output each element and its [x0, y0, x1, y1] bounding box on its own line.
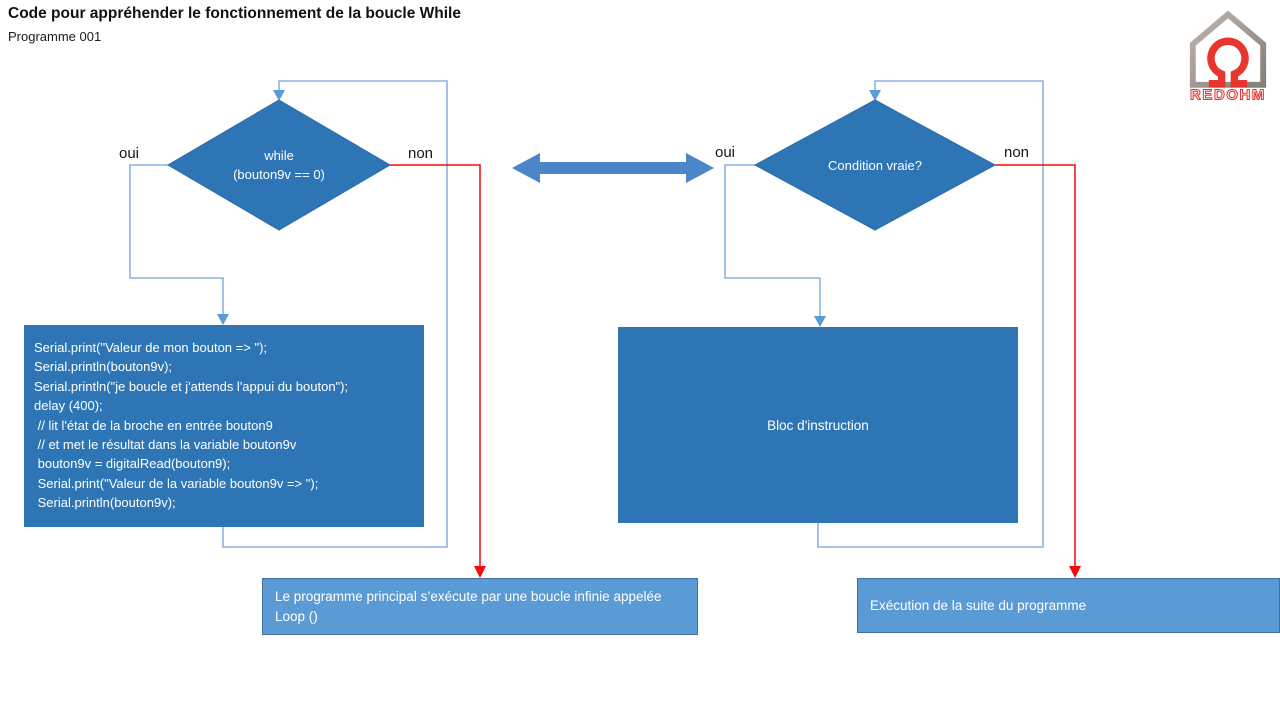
left-diamond-label: while (bouton9v == 0) [168, 100, 390, 230]
code-line: // et met le résultat dans la variable b… [34, 437, 297, 453]
right-yes-arrowhead-icon [814, 316, 826, 327]
right-loopback-arrowhead-icon [869, 90, 881, 101]
code-line: delay (400); [34, 398, 103, 414]
right-no-arrowhead-icon [1069, 566, 1081, 578]
right-yes-label: oui [715, 144, 736, 161]
left-yes-label: oui [119, 145, 140, 162]
code-line: Serial.println("je boucle et j'attends l… [34, 378, 349, 394]
continue-result-box: Exécution de la suite du programme [857, 578, 1280, 633]
right-no-label: non [1004, 144, 1030, 161]
left-yes-connector [129, 164, 224, 314]
left-diamond-line1: while [264, 148, 294, 163]
left-no-connector [390, 164, 481, 566]
right-diamond-label: Condition vraie? [755, 100, 995, 230]
code-line: Serial.print("Valeur de mon bouton => ")… [34, 340, 268, 355]
omega-icon [1207, 37, 1249, 88]
loop-result-text: Le programme principal s’exécute par une… [275, 588, 662, 624]
code-line: // lit l'état de la broche en entrée bou… [34, 417, 273, 433]
right-diamond-line1: Condition vraie? [828, 157, 922, 173]
right-loopback-connector [817, 80, 1044, 548]
code-line: Serial.println(bouton9v); [34, 495, 176, 511]
code-line: Serial.print("Valeur de la variable bout… [34, 475, 319, 491]
logo-brand-text: REDOHM [1190, 87, 1266, 104]
left-loopback-arrowhead-icon [273, 90, 285, 101]
page-title: Code pour appréhender le fonctionnement … [8, 5, 461, 22]
right-yes-connector [724, 164, 821, 316]
continue-result-text: Exécution de la suite du programme [870, 597, 1087, 613]
left-while-diamond [167, 99, 391, 231]
left-yes-arrowhead-icon [217, 314, 229, 325]
code-block: Serial.print("Valeur de mon bouton => ")… [24, 325, 424, 527]
right-no-connector [995, 164, 1076, 566]
left-no-label: non [408, 145, 434, 162]
double-arrow-icon [512, 153, 714, 183]
house-outline-icon [1189, 10, 1267, 88]
redohm-logo: REDOHM [1180, 8, 1276, 104]
left-loopback-connector [222, 80, 448, 548]
left-diamond-line2: (bouton9v == 0) [233, 167, 325, 182]
house-omega-icon: REDOHM [1189, 10, 1267, 104]
right-condition-diamond [753, 99, 997, 231]
code-line: Serial.println(bouton9v); [34, 359, 173, 375]
loop-result-box: Le programme principal s’exécute par une… [262, 578, 698, 635]
instruction-block: Bloc d'instruction [618, 327, 1018, 523]
instruction-block-label: Bloc d'instruction [767, 417, 869, 433]
left-no-arrowhead-icon [474, 566, 486, 578]
code-line: bouton9v = digitalRead(bouton9); [34, 456, 231, 472]
page-subtitle: Programme 001 [8, 29, 102, 44]
